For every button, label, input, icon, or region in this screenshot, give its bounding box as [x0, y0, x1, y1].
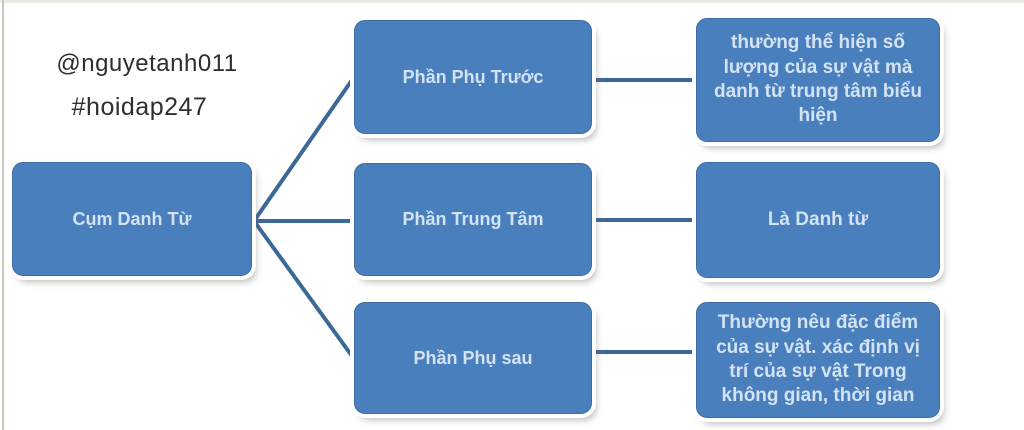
watermark-handle: @nguyetanh011 [56, 50, 238, 77]
node-branch-phan-phu-truoc: Phần Phụ Trước [354, 20, 592, 134]
connector-root-to-branch-2 [252, 219, 354, 358]
node-desc-phan-phu-sau: Thường nêu đặc điểm của sự vật. xác định… [696, 302, 940, 418]
node-branch-phan-phu-sau: Phần Phụ sau [354, 302, 592, 414]
node-desc-phan-phu-truoc: thường thể hiện số lượng của sự vật mà d… [696, 18, 940, 142]
node-root-cum-danh-tu: Cụm Danh Từ [12, 162, 252, 276]
top-edge-line [0, 0, 1024, 3]
left-edge-line [2, 0, 4, 430]
watermark-hashtag: #hoidap247 [71, 93, 208, 121]
node-branch-phan-trung-tam: Phần Trung Tâm [354, 163, 592, 276]
node-desc-phan-trung-tam: Là Danh từ [696, 162, 940, 278]
connector-root-to-branch-0 [252, 78, 354, 223]
